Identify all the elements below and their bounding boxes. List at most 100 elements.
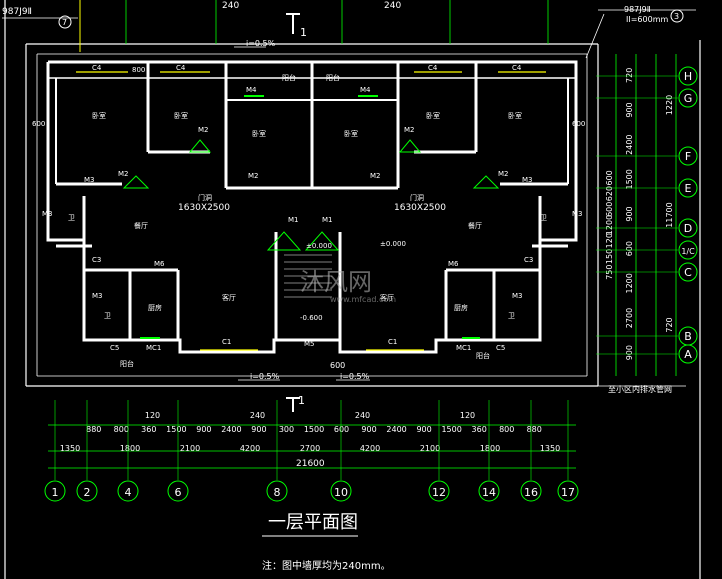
dim-value: 120 (145, 411, 160, 420)
top-ref-num: 7 (62, 18, 67, 27)
axis-label: A (684, 348, 692, 361)
axis-label: 1 (52, 486, 59, 499)
axis-bubble (678, 146, 698, 166)
label-m3-2: M3 (522, 176, 533, 184)
dim-value: 2700 (300, 444, 320, 453)
room-balcony-4: 阳台 (476, 351, 490, 360)
dim-value: 1500 (304, 425, 324, 434)
stair-right-label: 门洞 (410, 193, 424, 202)
dim-value: 1800 (480, 444, 500, 453)
label-m6-1: M6 (154, 260, 165, 268)
axis-label: E (685, 182, 692, 195)
label-c3-2: C3 (524, 256, 533, 264)
label-m5: M5 (304, 340, 315, 348)
label-m3-6: M3 (512, 292, 523, 300)
axis-bubble (117, 480, 139, 502)
dim-value: 900 (251, 425, 266, 434)
room-kitchen-2: 厨房 (454, 303, 468, 312)
dim-value: 1350 (540, 444, 560, 453)
room-balcony-1: 阳台 (282, 73, 296, 82)
axis-bubble (678, 88, 698, 108)
stair-left-label: 门洞 (198, 193, 212, 202)
section-mark-bottom-num: 1 (298, 394, 305, 407)
dim-value: 300 (279, 425, 294, 434)
top-right-reference: 987J9Ⅱ II=600mm 3 (585, 5, 696, 59)
label-m2-3: M2 (118, 170, 129, 178)
room-bedroom-4: 卧室 (344, 129, 358, 138)
dim-value: 1500 (166, 425, 186, 434)
dim-value: 620 (605, 186, 614, 201)
label-m4-1: M4 (246, 86, 257, 94)
room-toilet-2: 卫 (540, 214, 547, 222)
axis-bubble (330, 480, 352, 502)
label-m2-6: M2 (498, 170, 509, 178)
dim-value: 900 (625, 102, 634, 117)
dim-value: 600 (334, 425, 349, 434)
doors (122, 95, 500, 339)
axis-label: D (684, 222, 692, 235)
label-m6-2: M6 (448, 260, 459, 268)
dim-value: 120 (605, 233, 614, 248)
dim-value: 150 (605, 249, 614, 264)
axis-label: 6 (175, 486, 182, 499)
label-c5-1: C5 (110, 344, 119, 352)
dim-value: 360 (472, 425, 487, 434)
walls (46, 60, 578, 354)
axis-bubble (266, 480, 288, 502)
top-right-ref-note: II=600mm (626, 15, 668, 24)
dim-value: 1350 (60, 444, 80, 453)
axis-label: 17 (561, 486, 575, 499)
room-dining-2: 餐厅 (468, 221, 482, 230)
dim-total: 21600 (296, 459, 325, 469)
axis-bubble (76, 480, 98, 502)
label-c3-1: C3 (92, 256, 101, 264)
elevation-left: ±0.000 (306, 242, 332, 250)
dim-value: 240 (250, 411, 265, 420)
room-bedroom-5: 卧室 (426, 111, 440, 120)
dim-value: 720 (665, 317, 674, 332)
axis-label: 8 (274, 486, 281, 499)
slope-bottom: i=0.5% i=0.5% 600 1 (238, 361, 370, 412)
axis-label: H (684, 70, 692, 83)
dim-value: 900 (416, 425, 431, 434)
axis-bubble (678, 240, 698, 260)
top-right-ref-text: 987J9Ⅱ (624, 5, 651, 14)
slope-bottom-left: i=0.5% (250, 372, 280, 381)
dim-value: 880 (527, 425, 542, 434)
dim-value: 800 (114, 425, 129, 434)
axis-label: C (684, 266, 692, 279)
drawing-note: 注：图中墙厚均为240mm。 (262, 559, 391, 572)
label-m2-2: M2 (404, 126, 415, 134)
elevation-low: -0.600 (300, 314, 323, 322)
top-left-reference: 987J9Ⅱ 7 240 240 (2, 0, 549, 52)
dim-value: 600 (625, 241, 634, 256)
axis-bubble (678, 344, 698, 364)
room-toilet-4: 卫 (508, 312, 515, 320)
axis-label: 12 (432, 486, 446, 499)
label-m3-5: M3 (92, 292, 103, 300)
room-living-1: 客厅 (222, 293, 236, 302)
dim-value: 2100 (420, 444, 440, 453)
axis-label: 14 (482, 486, 496, 499)
section-mark-top-num: 1 (300, 26, 307, 39)
label-c4-2: C4 (176, 64, 186, 72)
label-c5-2: C5 (496, 344, 505, 352)
label-m2-4: M2 (248, 172, 259, 180)
room-toilet-3: 卫 (104, 312, 111, 320)
dim-value: 360 (141, 425, 156, 434)
room-bedroom-2: 卧室 (174, 111, 188, 120)
watermark-url: www.mfcad.com (330, 295, 396, 304)
bottom-dimension-lines (48, 424, 576, 469)
room-kitchen-1: 厨房 (148, 303, 162, 312)
label-m1-2: M1 (322, 216, 333, 224)
slope-top-label: i=0.5% (246, 39, 276, 48)
dim-value: 120 (460, 411, 475, 420)
dim-value: 2100 (180, 444, 200, 453)
label-mc1-2: MC1 (456, 344, 471, 352)
room-labels: 卧室 卧室 卧室 卧室 卧室 卧室 阳台 阳台 餐厅 餐厅 客厅 客厅 厨房 厨… (68, 73, 547, 368)
